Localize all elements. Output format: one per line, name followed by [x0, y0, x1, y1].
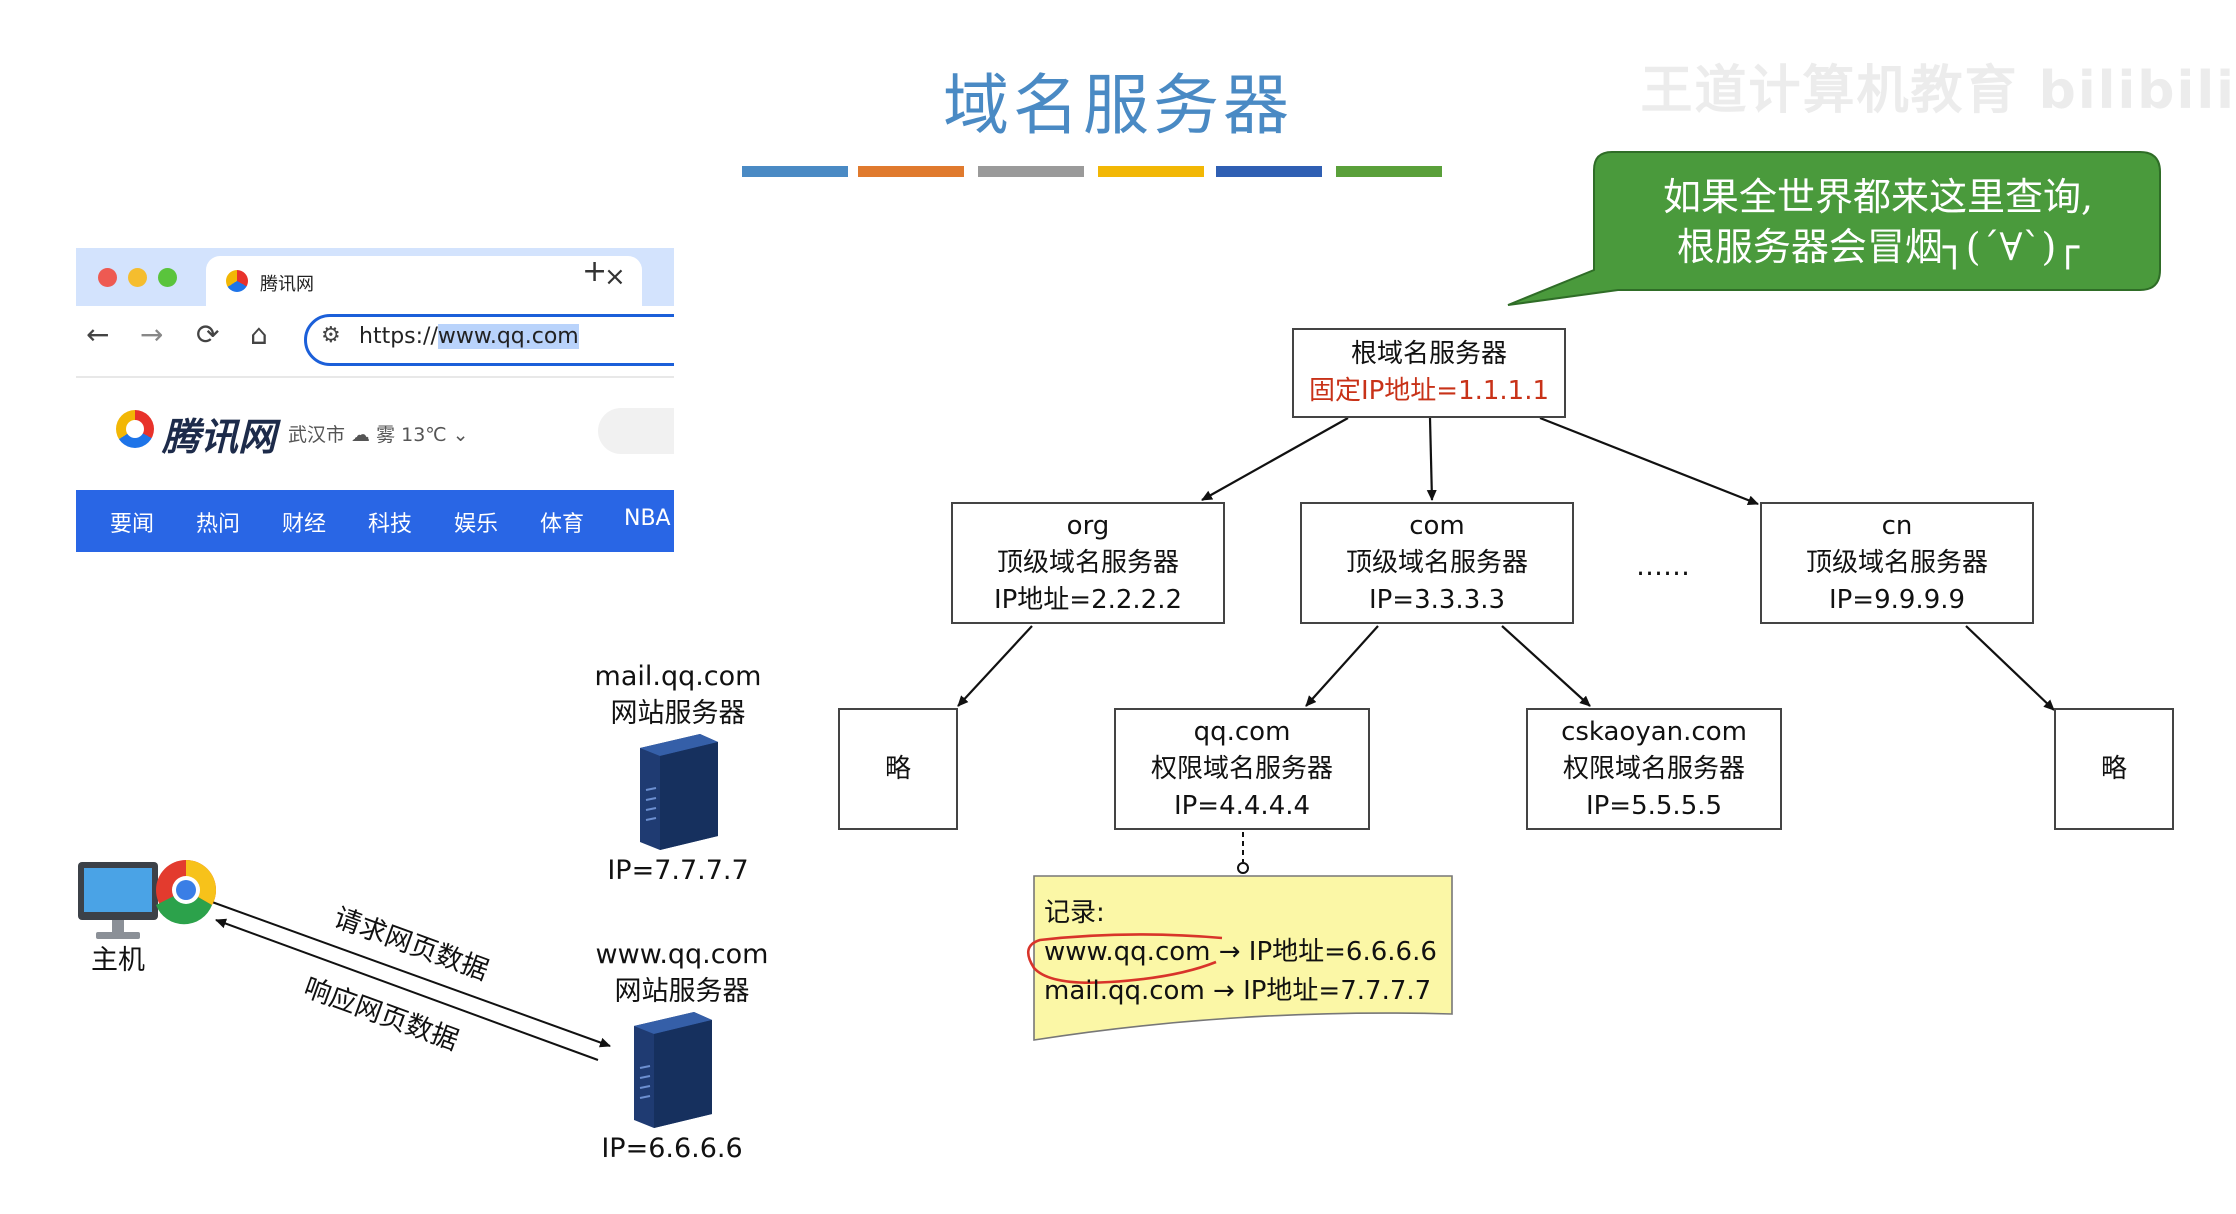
- callout-text: 如果全世界都来这里查询, 根服务器会冒烟┐(´∀`)┌: [1608, 172, 2148, 272]
- record-note: [1033, 875, 1453, 1041]
- omitted-label: 略: [884, 753, 911, 784]
- tld-role: 顶级域名服务器: [996, 547, 1179, 578]
- auth-server-qq: qq.com 权限域名服务器 IP=4.4.4.4: [1114, 708, 1370, 830]
- callout-line-1: 如果全世界都来这里查询,: [1662, 175, 2094, 219]
- tld-role: 顶级域名服务器: [1805, 547, 1988, 578]
- back-icon[interactable]: ←: [86, 318, 110, 351]
- menu-item-finance[interactable]: 财经: [282, 512, 327, 537]
- forward-icon[interactable]: →: [140, 318, 164, 351]
- web-server-label: www.qq.com 网站服务器: [582, 936, 782, 1010]
- tld-server-org: org 顶级域名服务器 IP地址=2.2.2.2: [951, 502, 1225, 624]
- mail-server-domain: mail.qq.com: [594, 661, 762, 692]
- tab-close-icon[interactable]: ×: [604, 262, 626, 292]
- url-host: www.qq.com: [437, 324, 579, 349]
- menu-item-nba[interactable]: NBA: [624, 506, 671, 531]
- browser-window: 腾讯网 × + ← → ⟳ ⌂ ⚙ https://www.qq.com 腾讯网…: [76, 248, 674, 552]
- tab-strip: 腾讯网 × +: [76, 248, 674, 308]
- tencent-brand-logo-icon[interactable]: [116, 410, 154, 448]
- navigation-bar: ← → ⟳ ⌂ ⚙ https://www.qq.com: [76, 306, 674, 368]
- record-heading: 记录:: [1044, 898, 1105, 928]
- divider-bar-orange: [858, 166, 964, 177]
- new-tab-button[interactable]: +: [582, 254, 608, 289]
- computer-icon: [78, 862, 158, 939]
- auth-ip: IP=4.4.4.4: [1173, 790, 1311, 821]
- url-prefix: https://: [359, 324, 438, 349]
- auth-server-cskaoyan: cskaoyan.com 权限域名服务器 IP=5.5.5.5: [1526, 708, 1782, 830]
- tab-title: 腾讯网: [260, 274, 314, 295]
- web-server-ip: IP=6.6.6.6: [601, 1133, 743, 1164]
- omitted-label: 略: [2100, 753, 2127, 784]
- tld-ip: IP=3.3.3.3: [1368, 584, 1506, 615]
- tab-tencent[interactable]: 腾讯网 ×: [206, 256, 642, 308]
- zoom-window-dot[interactable]: [158, 268, 177, 287]
- menu-item-hot[interactable]: 热问: [196, 512, 241, 537]
- root-server-ip: 固定IP地址=1.1.1.1: [1308, 376, 1550, 406]
- site-info-icon[interactable]: ⚙: [321, 323, 341, 348]
- home-icon[interactable]: ⌂: [250, 318, 268, 351]
- auth-domain: cskaoyan.com: [1561, 716, 1747, 747]
- page-title: 域名服务器: [943, 67, 1293, 144]
- auth-ip: IP=5.5.5.5: [1585, 790, 1723, 821]
- site-menu-bar: 要闻 热问 财经 科技 娱乐 体育 NBA: [76, 490, 674, 552]
- mail-server-icon: [640, 734, 718, 850]
- callout-line-2: 根服务器会冒烟┐(´∀`)┌: [1676, 225, 2080, 269]
- web-server-role: 网站服务器: [614, 976, 750, 1007]
- web-server-icon: [634, 1012, 712, 1128]
- mail-server-label: mail.qq.com 网站服务器: [578, 658, 778, 732]
- chrome-icon: [156, 860, 217, 925]
- more-servers-ellipsis: ……: [1636, 551, 1690, 582]
- menu-item-sports[interactable]: 体育: [540, 512, 585, 537]
- web-server-domain: www.qq.com: [595, 939, 769, 970]
- site-search-box[interactable]: [598, 408, 674, 454]
- tld-ip: IP地址=2.2.2.2: [993, 584, 1183, 615]
- callout-bubble: [1507, 151, 2161, 306]
- close-window-dot[interactable]: [98, 268, 117, 287]
- menu-item-entertainment[interactable]: 娱乐: [454, 512, 499, 537]
- address-bar[interactable]: ⚙ https://www.qq.com: [304, 314, 674, 366]
- reload-icon[interactable]: ⟳: [196, 318, 220, 351]
- mail-server-ip: IP=7.7.7.7: [607, 855, 749, 886]
- tld-server-com: com 顶级域名服务器 IP=3.3.3.3: [1300, 502, 1574, 624]
- url-text[interactable]: https://www.qq.com: [359, 324, 579, 349]
- omitted-box-left: 略: [838, 708, 958, 830]
- menu-item-news[interactable]: 要闻: [110, 512, 155, 537]
- root-server-name: 根域名服务器: [1350, 339, 1507, 369]
- site-header: 腾讯网 武汉市 ☁ 雾 13℃ ⌄: [76, 398, 674, 468]
- weather-widget[interactable]: 武汉市 ☁ 雾 13℃ ⌄: [288, 424, 469, 446]
- auth-domain: qq.com: [1193, 716, 1291, 747]
- tld-server-cn: cn 顶级域名服务器 IP=9.9.9.9: [1760, 502, 2034, 624]
- divider-bar-navy: [1216, 166, 1322, 177]
- divider-bar-yellow: [1098, 166, 1204, 177]
- divider-bar-blue: [742, 166, 848, 177]
- root-server-box: 根域名服务器 固定IP地址=1.1.1.1: [1292, 328, 1566, 418]
- auth-role: 权限域名服务器: [1150, 753, 1333, 784]
- divider-bar-gray: [978, 166, 1084, 177]
- auth-role: 权限域名服务器: [1562, 753, 1745, 784]
- watermark: 王道计算机教育 bilibili: [1640, 61, 2236, 121]
- divider-bar-green: [1336, 166, 1442, 177]
- tencent-logo-icon: [226, 270, 248, 292]
- mail-server-role: 网站服务器: [610, 698, 746, 729]
- record-line-mail: mail.qq.com → IP地址=7.7.7.7: [1044, 976, 1432, 1006]
- tld-domain: org: [1066, 510, 1110, 541]
- host-label: 主机: [91, 945, 145, 976]
- record-line-www: www.qq.com → IP地址=6.6.6.6: [1044, 937, 1437, 967]
- tld-domain: com: [1409, 510, 1465, 541]
- record-text: 记录: www.qq.com → IP地址=6.6.6.6 mail.qq.co…: [1044, 894, 1437, 1011]
- site-brand-name[interactable]: 腾讯网: [162, 415, 277, 459]
- tld-role: 顶级域名服务器: [1345, 547, 1528, 578]
- toolbar-separator: [76, 376, 674, 378]
- tld-ip: IP=9.9.9.9: [1828, 584, 1966, 615]
- minimize-window-dot[interactable]: [128, 268, 147, 287]
- menu-item-tech[interactable]: 科技: [368, 512, 413, 537]
- tld-domain: cn: [1881, 510, 1913, 541]
- omitted-box-right: 略: [2054, 708, 2174, 830]
